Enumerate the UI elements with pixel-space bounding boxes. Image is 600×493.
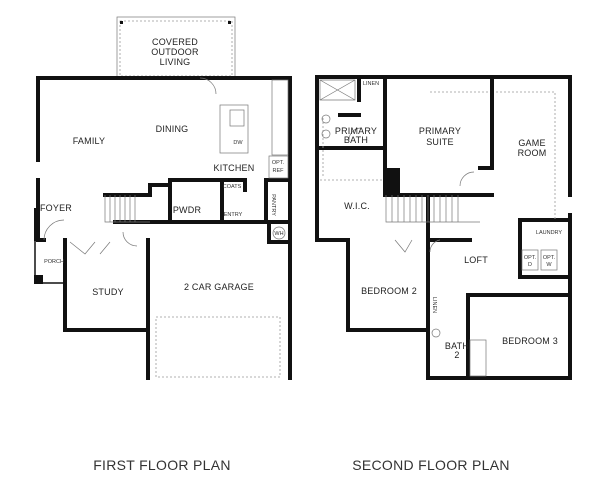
primary-suite-label: SUITE	[426, 137, 454, 147]
covered-outdoor-label: LIVING	[160, 57, 191, 67]
opt-ref-label: OPT.	[272, 160, 285, 166]
pantry-label: PANTRY	[270, 194, 276, 216]
bedroom-3-label: BEDROOM 3	[502, 336, 558, 346]
primary-suite-label: PRIMARY	[419, 126, 461, 136]
opt-washer-label: W	[546, 262, 552, 268]
porch-label: PORCH	[44, 259, 64, 265]
first-floor-plan: COVERED OUTDOOR LIVING FAMILY DINING DW …	[34, 16, 292, 380]
linen-closet-label: LINEN	[363, 81, 379, 87]
entry-label: ENTRY	[224, 212, 243, 218]
dishwasher-label: DW	[233, 140, 243, 146]
foyer-label: FOYER	[40, 203, 72, 213]
bedroom-2-label: BEDROOM 2	[361, 286, 417, 296]
opt-dryer-label: OPT.	[524, 255, 537, 261]
powder-room-label: PWDR	[173, 205, 202, 215]
laundry-label: LAUNDRY	[536, 230, 563, 236]
second-floor-plan: LINEN PRIMARY BATH PRIMARY SUITE GAME RO…	[315, 75, 572, 380]
bathtub	[469, 339, 487, 377]
loft-label: LOFT	[464, 255, 488, 265]
covered-outdoor-label: COVERED	[152, 37, 198, 47]
primary-bath-label: BATH	[344, 135, 368, 145]
bath-2-label: BATH	[445, 341, 469, 351]
linen-closet-label: LINEN	[431, 297, 437, 313]
covered-outdoor-label: OUTDOOR	[151, 47, 199, 57]
game-room-label: ROOM	[518, 148, 547, 158]
first-floor-title: FIRST FLOOR PLAN	[93, 457, 231, 473]
kitchen-label: KITCHEN	[214, 163, 255, 173]
first-floor-walls	[36, 76, 292, 380]
opt-dryer-label: D	[528, 262, 532, 268]
wic-label: W.I.C.	[344, 201, 370, 211]
primary-bath-label: PRIMARY	[335, 126, 377, 136]
dining-label: DINING	[156, 124, 189, 134]
family-label: FAMILY	[73, 136, 106, 146]
opt-ref-label: REF	[273, 168, 285, 174]
opt-washer-label: OPT.	[543, 255, 556, 261]
second-floor-walls	[315, 75, 572, 380]
garage-label: 2 CAR GARAGE	[184, 282, 254, 292]
study-label: STUDY	[92, 287, 124, 297]
kitchen-island	[219, 104, 249, 154]
coats-label: COATS	[223, 184, 242, 190]
second-floor-title: SECOND FLOOR PLAN	[352, 457, 510, 473]
water-heater-label: WH	[274, 231, 283, 237]
game-room-label: GAME	[518, 138, 545, 148]
bath-2-label: 2	[454, 350, 459, 360]
